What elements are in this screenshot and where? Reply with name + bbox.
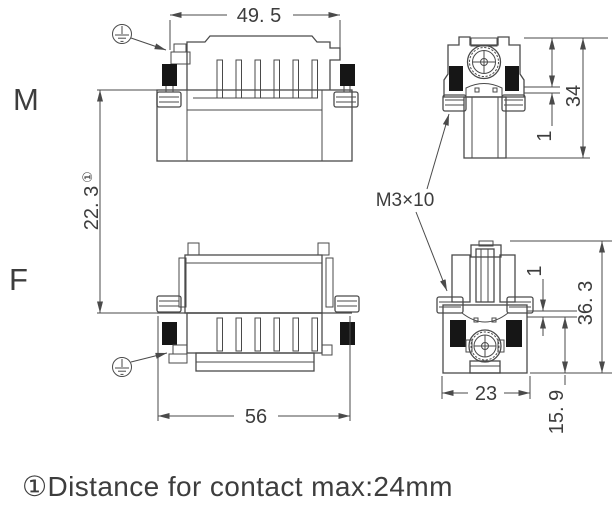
female-left-guide-pin (178, 257, 187, 308)
male-end-lower-body (463, 96, 507, 159)
dim-contact-distance-note-ref: ① (80, 171, 95, 183)
dim-female-depth: 15. 9 (546, 317, 568, 434)
male-right-terminal (333, 64, 359, 108)
female-ground-tab (168, 344, 188, 364)
dim-male-lip: 1 (524, 38, 560, 142)
female-right-screw-shaft (340, 322, 355, 345)
ground-symbol-bottom (112, 352, 168, 377)
dim-female-height-value: 36. 3 (575, 281, 597, 325)
protective-earth-icon (112, 357, 132, 377)
male-right-screw-shaft (340, 64, 355, 86)
female-side-housing (178, 242, 334, 314)
male-end-left-contact (449, 66, 463, 91)
female-center-screw (465, 329, 505, 363)
dim-female-width-value: 56 (245, 406, 267, 428)
dim-female-lip-value: 1 (524, 265, 546, 276)
female-view-label: F (9, 262, 28, 297)
screw-spec-label: M3×10 (376, 190, 435, 211)
male-end-right-contact (505, 66, 519, 91)
male-end-view (442, 36, 526, 159)
female-end-view (436, 240, 534, 374)
dim-contact-distance: 22. 3 ① (80, 89, 157, 314)
screw-spec-callout: M3×10 (376, 113, 450, 292)
female-right-guide-pin (325, 257, 334, 308)
contact-distance-note: ①Distance for contact max:24mm (22, 471, 453, 502)
male-side-body (156, 89, 353, 162)
female-left-screw-shaft (162, 322, 177, 345)
dim-contact-distance-value: 22. 3 (81, 186, 103, 230)
dim-male-lip-value: 1 (534, 130, 556, 141)
male-side-housing (186, 35, 341, 99)
female-end-top-clip (470, 240, 502, 258)
dim-male-height: 34 (506, 37, 608, 159)
female-side-screw-heads (156, 295, 360, 313)
ground-symbol-top (112, 24, 167, 51)
dim-female-height: 36. 3 (510, 240, 612, 374)
female-side-view (156, 242, 360, 372)
dim-female-lip: 1 (524, 265, 577, 336)
dim-top-width: 49. 5 (169, 5, 341, 52)
female-end-left-contact (450, 320, 466, 347)
male-right-screw-head (333, 91, 359, 108)
dim-male-height-value: 34 (563, 85, 585, 107)
female-end-bracket (461, 312, 509, 323)
male-side-view (156, 35, 359, 162)
protective-earth-icon (112, 24, 132, 44)
male-center-screw (466, 44, 502, 80)
male-end-bracket (465, 83, 503, 97)
male-end-screw-heads (442, 94, 526, 112)
male-left-screw-shaft (162, 64, 177, 86)
dim-female-width: 56 (157, 316, 351, 428)
female-end-right-contact (506, 320, 522, 347)
dim-female-body-width-value: 23 (475, 383, 497, 405)
dim-top-width-value: 49. 5 (237, 5, 281, 27)
female-end-bottom-tab (469, 360, 501, 374)
female-side-insert (186, 312, 333, 372)
dim-female-body-width: 23 (441, 376, 531, 405)
female-end-screw-heads (436, 296, 534, 314)
male-ground-terminal (156, 43, 191, 108)
male-view-label: M (13, 82, 39, 117)
dim-female-depth-value: 15. 9 (546, 390, 568, 434)
male-left-screw-head (156, 91, 182, 108)
